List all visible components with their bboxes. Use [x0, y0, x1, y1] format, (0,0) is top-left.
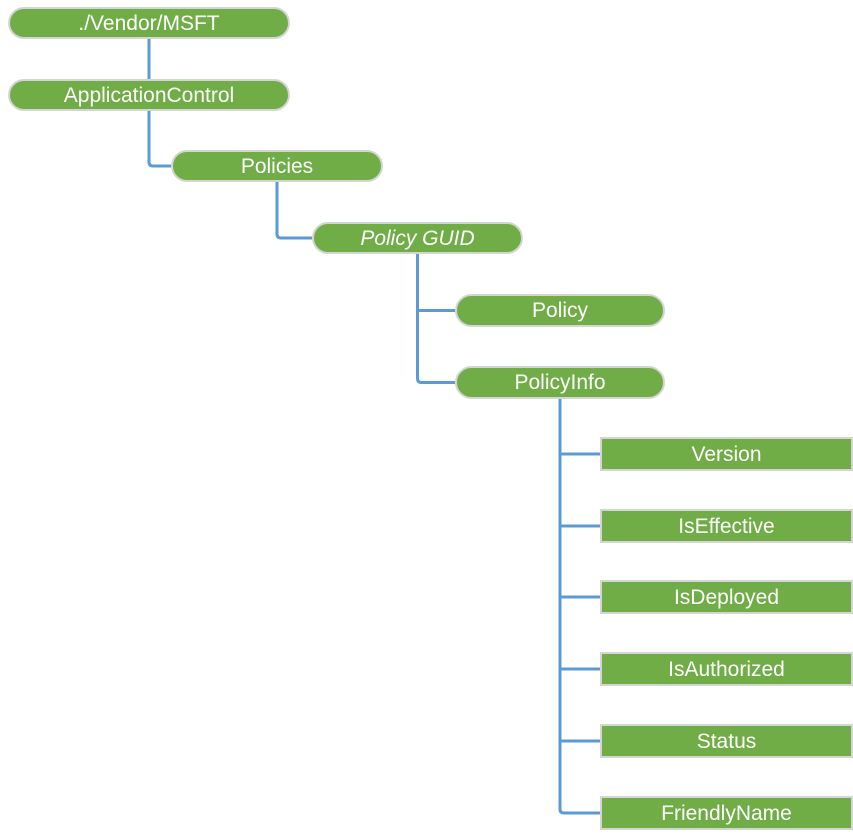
node-is-authorized: IsAuthorized: [600, 652, 853, 686]
node-is-deployed: IsDeployed: [600, 580, 853, 614]
node-vendor-msft: ./Vendor/MSFT: [8, 7, 290, 39]
edge-policyguid-spine-to-policyinfo: [416, 254, 455, 384]
node-status: Status: [600, 724, 853, 758]
edge-policies-to-policyguid: [275, 182, 312, 240]
node-application-control: ApplicationControl: [8, 79, 290, 111]
node-is-effective: IsEffective: [600, 509, 853, 543]
node-policy-guid: Policy GUID: [312, 222, 523, 254]
node-policy: Policy: [455, 294, 665, 327]
node-version: Version: [600, 437, 853, 471]
node-policy-info: PolicyInfo: [455, 366, 665, 399]
node-friendly-name: FriendlyName: [600, 796, 853, 830]
node-policies: Policies: [171, 150, 383, 182]
edge-policyinfo-spine-to-friendlyname: [558, 399, 600, 815]
edge-appcontrol-to-policies: [147, 111, 171, 168]
